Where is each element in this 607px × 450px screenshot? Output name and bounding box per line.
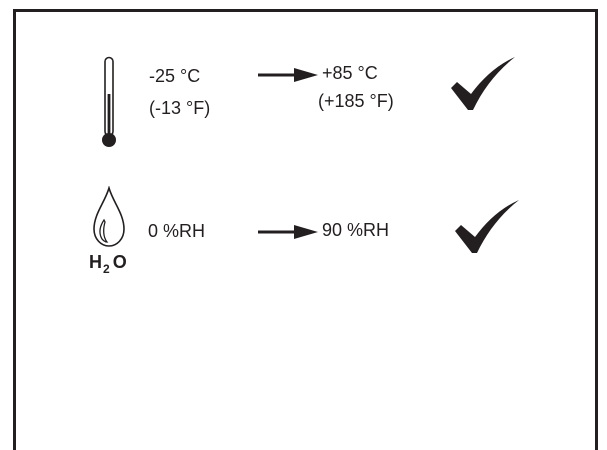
temperature-max-celsius: +85 °C: [322, 63, 378, 83]
water-formula-h: H: [89, 252, 102, 272]
spec-frame: [13, 9, 598, 450]
checkmark-icon: [451, 57, 515, 110]
temperature-max-fahrenheit: (+185 °F): [318, 91, 394, 111]
water-formula-subscript: 2: [103, 262, 110, 276]
thermometer-icon: [102, 56, 116, 147]
water-drop-icon: [93, 186, 125, 247]
water-formula-o: O: [112, 252, 127, 272]
temperature-min-celsius: -25 °C: [149, 66, 201, 86]
checkmark-icon: [455, 200, 519, 253]
humidity-min: 0 %RH: [148, 221, 206, 241]
arrow-right-icon: [258, 68, 318, 82]
humidity-max: 90 %RH: [322, 220, 390, 240]
arrow-right-icon: [258, 225, 318, 239]
temperature-min-fahrenheit: (-13 °F): [149, 98, 211, 118]
